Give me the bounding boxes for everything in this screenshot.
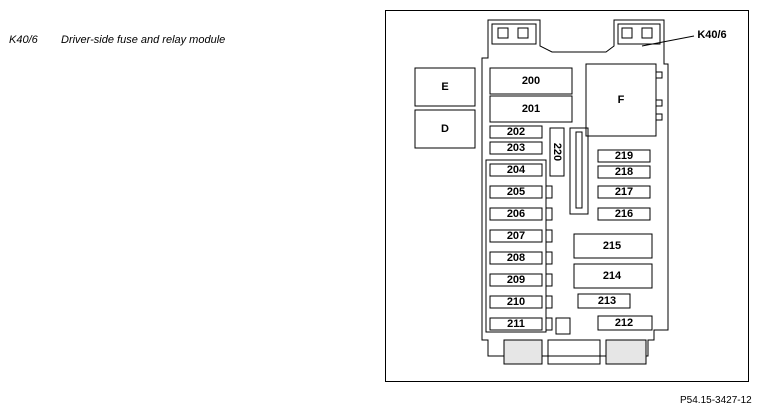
fuse-214-frame: [573, 263, 653, 289]
fuse-204-frame: [489, 163, 543, 177]
bottom-connector-middle: [547, 339, 601, 365]
fuse-203-label: 203: [507, 142, 525, 154]
fuse-209-label: 209: [507, 274, 525, 286]
fuse-210-label: 210: [507, 296, 525, 308]
fuse-206-frame: [489, 207, 543, 221]
fuse-206-label: 206: [507, 208, 525, 220]
fuse-218-label: 218: [615, 166, 633, 178]
fuse-208-frame: [489, 251, 543, 265]
fuse-200-frame: [489, 67, 573, 95]
fuse-212-frame: [597, 315, 653, 331]
fuse-217-label: 217: [615, 186, 633, 198]
fuse-220-label: 220: [551, 143, 563, 161]
fuse-202-frame: [489, 125, 543, 139]
relay-e: [414, 67, 476, 107]
fuse-213-label: 213: [598, 295, 616, 307]
bottom-connector-right: [605, 339, 647, 365]
fuse-211-frame: [489, 317, 543, 331]
fuse-215-frame: [573, 233, 653, 259]
relay-f-label: F: [618, 94, 625, 106]
diagram-frame: [385, 10, 749, 382]
fuse-207-frame: [489, 229, 543, 243]
fuse-219-label: 219: [615, 150, 633, 162]
figure-reference-code: P54.15-3427-12: [680, 395, 752, 406]
fuse-204-label: 204: [507, 164, 526, 176]
fuse-213-frame: [577, 293, 631, 309]
callout-label: K40/6: [697, 29, 726, 41]
fuse-209-frame: [489, 273, 543, 287]
fuse-207-label: 207: [507, 230, 525, 242]
relay-e-label: E: [441, 81, 448, 93]
fuse-217-frame: [597, 185, 651, 199]
fuse-220-frame: [549, 127, 565, 177]
fuse-211-label: 211: [507, 318, 525, 330]
fuse-201-frame: [489, 95, 573, 123]
fuse-202-label: 202: [507, 126, 525, 138]
fuse-200-label: 200: [522, 75, 540, 87]
callout-leader-line: [641, 35, 695, 47]
top-connector-right: [617, 23, 661, 45]
fuse-203-frame: [489, 141, 543, 155]
legend-component-code: K40/6: [9, 34, 38, 46]
fuse-215-label: 215: [603, 240, 621, 252]
fuse-218-frame: [597, 165, 651, 179]
left-fuse-bank: [485, 159, 547, 333]
fuse-208-label: 208: [507, 252, 525, 264]
fuse-212-label: 212: [615, 317, 633, 329]
fuse-205-frame: [489, 185, 543, 199]
fuse-219-frame: [597, 149, 651, 163]
bottom-connector-left: [503, 339, 543, 365]
fuse-216-frame: [597, 207, 651, 221]
fuse-205-label: 205: [507, 186, 525, 198]
relay-d: [414, 109, 476, 149]
fuse-210-frame: [489, 295, 543, 309]
fuse-216-label: 216: [615, 208, 633, 220]
legend-component-description: Driver-side fuse and relay module: [61, 34, 226, 46]
top-connector-left: [491, 23, 537, 45]
fuse-201-label: 201: [522, 103, 540, 115]
fuse-214-label: 214: [603, 270, 622, 282]
relay-d-label: D: [441, 123, 449, 135]
